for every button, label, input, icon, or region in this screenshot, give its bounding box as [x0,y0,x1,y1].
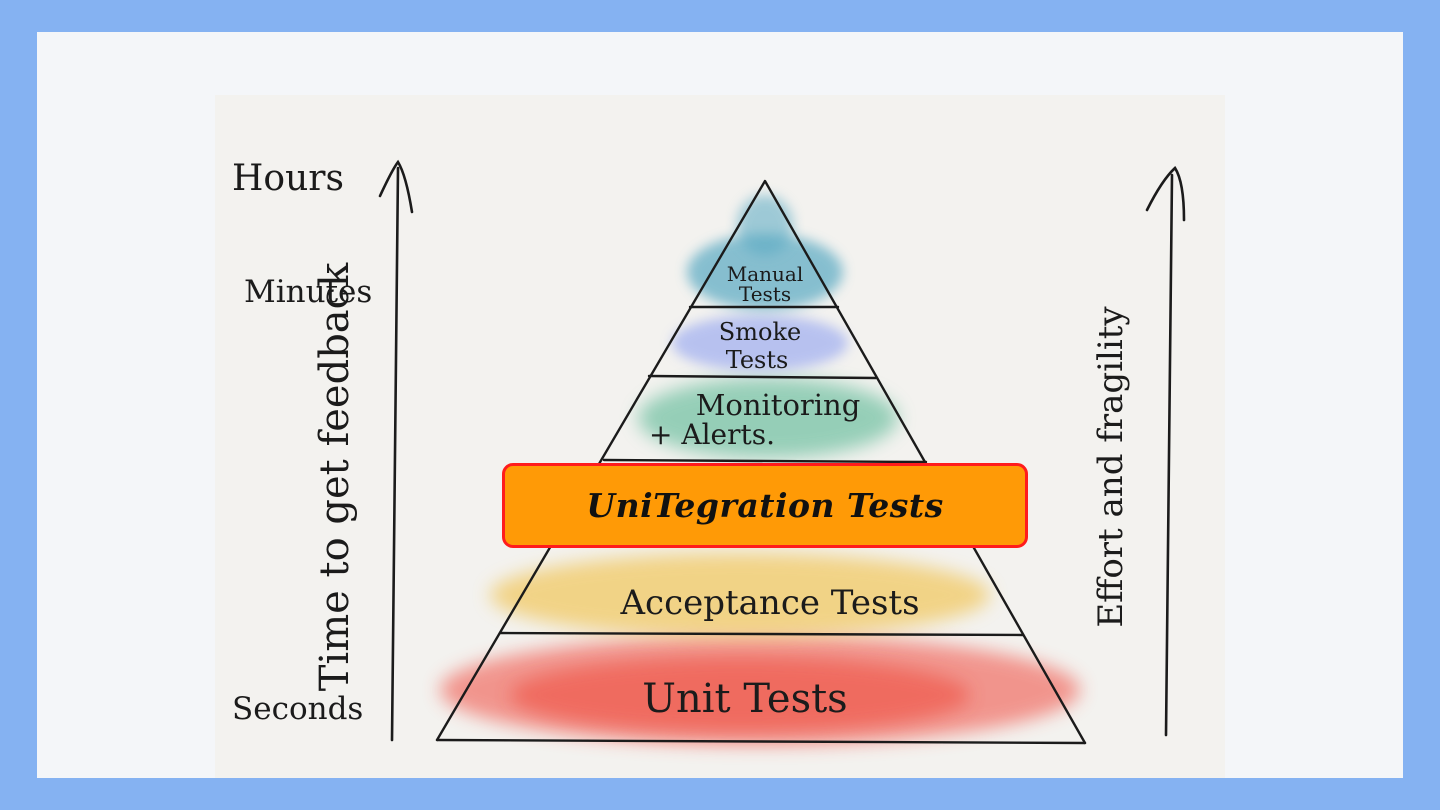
unitegration-tests-callout: UniTegration Tests [502,463,1028,548]
effort-axis-arrow [1145,165,1186,737]
watercolor-washes [440,195,1080,745]
effort-axis-arrowhead [1145,165,1186,222]
smoke-tests-label-line1: Smoke [719,318,801,346]
manual-tests-wash-tip [737,195,793,255]
monitoring-label-line2: + Alerts. [649,418,775,451]
time-label-hours: Hours [232,158,344,199]
monitoring-label-line1: Monitoring [696,388,861,422]
effort-axis-line [1164,173,1174,737]
time-axis-arrowhead [378,159,414,214]
manual-tests-label-line2: Tests [739,282,791,306]
time-label-seconds: Seconds [232,691,363,727]
smoke-tests-wash [672,315,848,371]
manual-tests-label-line1: Manual [727,262,803,286]
unit-tests-wash-core [510,657,970,733]
manual-tests-wash [687,234,843,310]
pyramid-base [435,738,1087,745]
divider-monitoring-integration [602,458,928,464]
effort-axis-title: Effort and fragility [1091,306,1131,628]
divider-smoke-monitoring [647,374,878,380]
monitoring-wash [638,378,898,458]
time-label-minutes: Minutes [244,274,372,310]
pyramid-sides [435,179,1087,745]
pyramid-outline [435,179,1087,745]
time-axis-arrow [378,159,414,742]
smoke-tests-label-line2: Tests [726,346,789,374]
unit-tests-label: Unit Tests [642,676,847,722]
time-axis-line [390,166,400,742]
time-axis-title: Time to get feedback [312,262,358,691]
acceptance-tests-label: Acceptance Tests [619,583,919,623]
unitegration-tests-label: UniTegration Tests [586,486,944,525]
acceptance-tests-wash [490,553,990,637]
divider-acceptance-unit [498,631,1025,637]
